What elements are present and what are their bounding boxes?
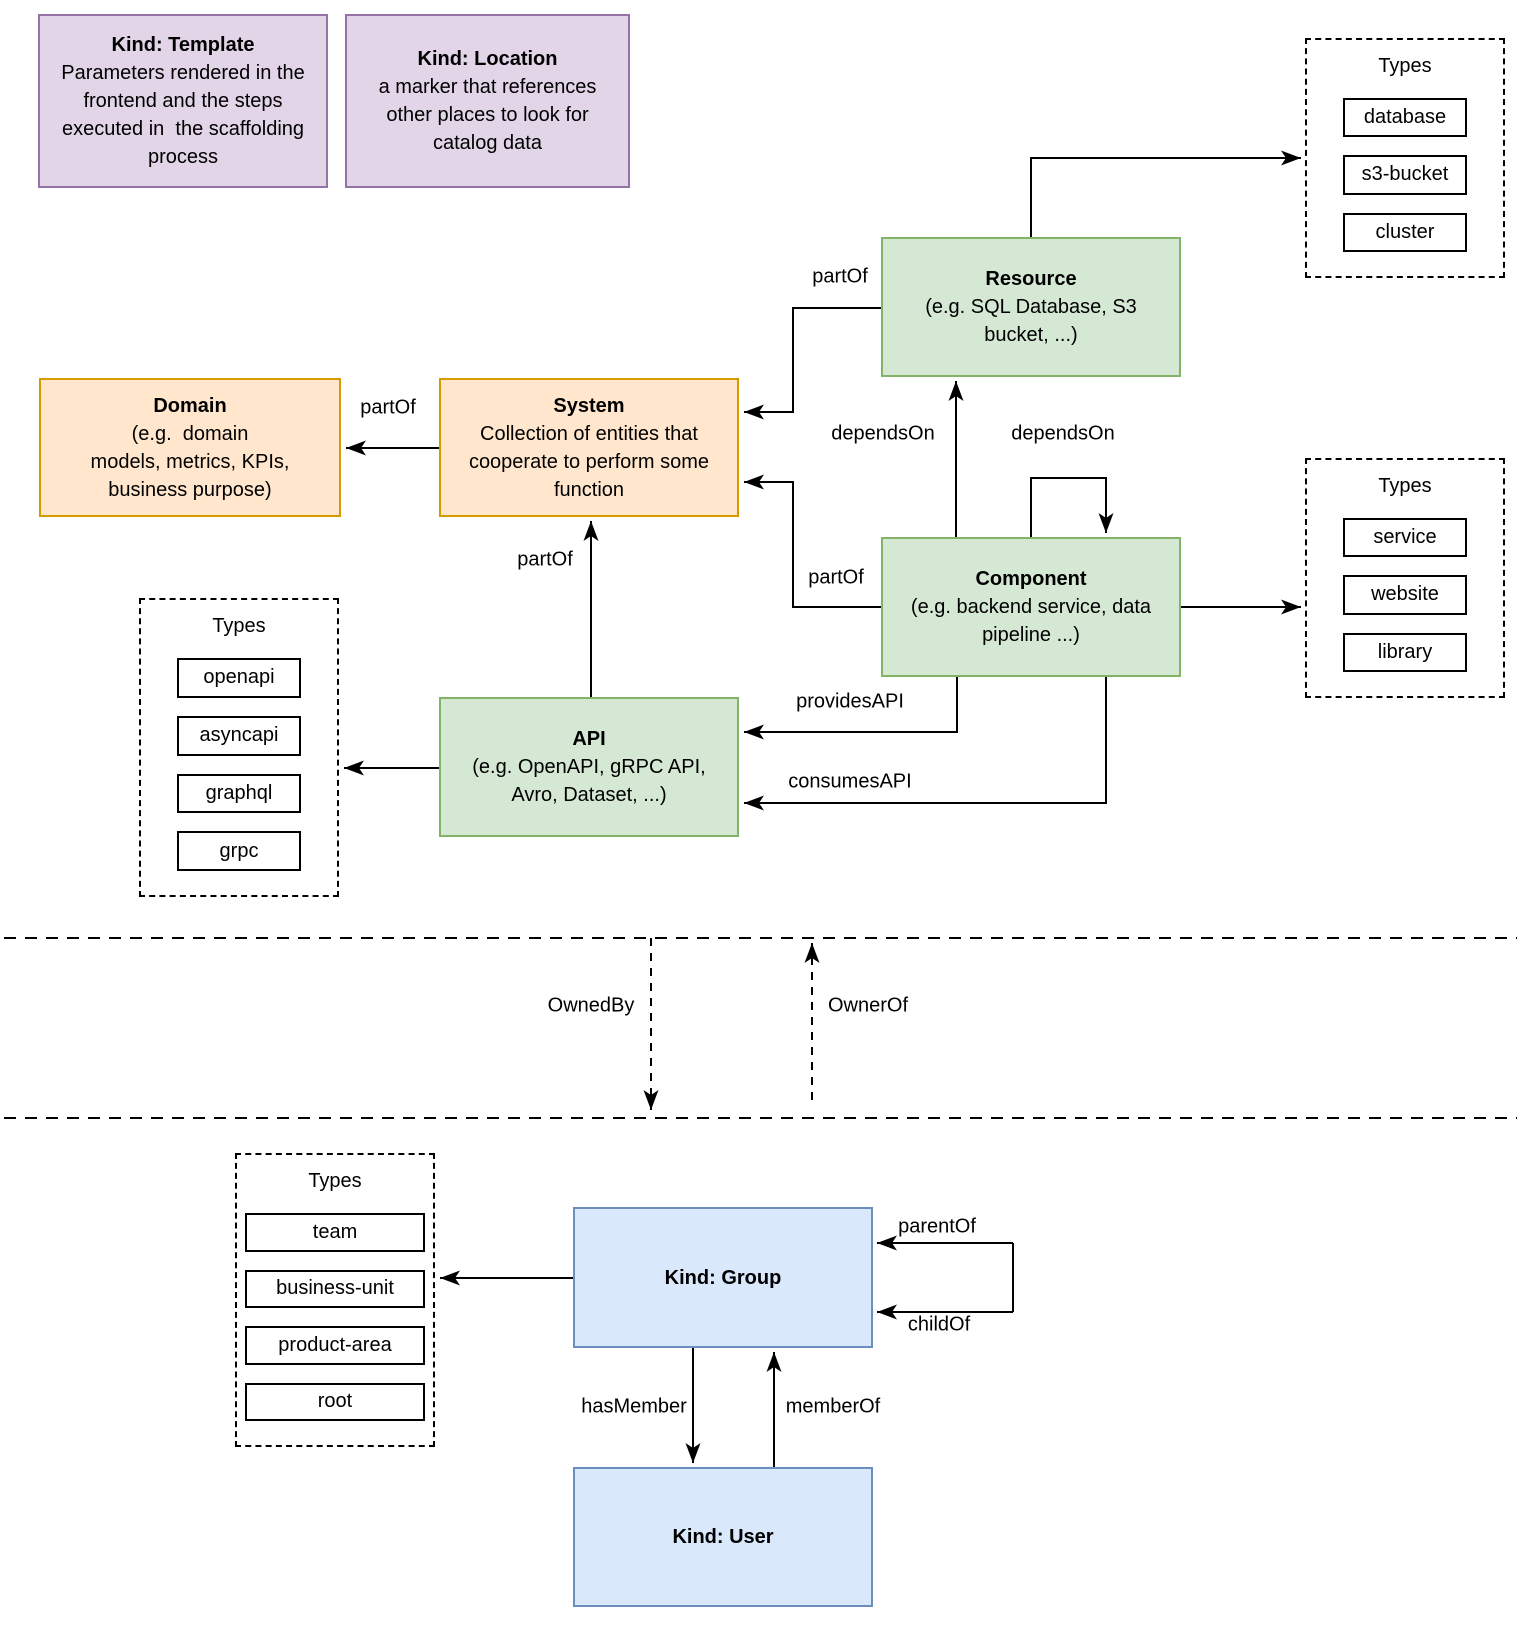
system-box: System Collection of entities that coope… xyxy=(439,378,739,517)
api-desc: (e.g. OpenAPI, gRPC API, Avro, Dataset, … xyxy=(472,756,706,806)
type-item-grpc: grpc xyxy=(177,831,301,871)
type-item-openapi: openapi xyxy=(177,658,301,698)
domain-box: Domain (e.g. domain models, metrics, KPI… xyxy=(39,378,341,517)
label-component-self-dependson: dependsOn xyxy=(1011,422,1115,445)
label-parentof: parentOf xyxy=(898,1215,976,1238)
type-item-library: library xyxy=(1343,632,1467,672)
type-item-service: service xyxy=(1343,518,1467,558)
api-types-panel: Types openapi asyncapi graphql grpc xyxy=(139,598,339,897)
type-item-website: website xyxy=(1343,575,1467,615)
kind-location-desc: a marker that references other places to… xyxy=(378,76,597,154)
label-ownerof: OwnerOf xyxy=(827,994,909,1017)
api-box: API (e.g. OpenAPI, gRPC API, Avro, Datas… xyxy=(439,697,739,837)
type-item-business-unit: business-unit xyxy=(245,1269,425,1308)
component-desc: (e.g. backend service, data pipeline ...… xyxy=(910,596,1152,646)
resource-types-title: Types xyxy=(1378,55,1432,77)
group-types-title: Types xyxy=(308,1170,362,1192)
user-title: Kind: User xyxy=(672,1526,774,1548)
system-title: System xyxy=(553,394,625,417)
label-providesapi: providesAPI xyxy=(796,690,904,713)
group-box: Kind: Group xyxy=(573,1207,873,1348)
label-hasmember: hasMember xyxy=(581,1395,687,1418)
type-item-cluster: cluster xyxy=(1343,212,1467,252)
edge-resource-to-system-partof xyxy=(744,307,881,420)
label-component-resource-dependson: dependsOn xyxy=(831,422,935,445)
label-consumesapi: consumesAPI xyxy=(788,770,912,793)
label-component-system-partof: partOf xyxy=(808,566,864,589)
user-box: Kind: User xyxy=(573,1467,873,1607)
component-types-title: Types xyxy=(1378,475,1432,497)
kind-template-title: Kind: Template xyxy=(111,34,255,56)
group-types-panel: Types team business-unit product-area root xyxy=(235,1153,435,1447)
component-types-panel: Types service website library xyxy=(1305,458,1505,698)
type-item-asyncapi: asyncapi xyxy=(177,715,301,756)
type-item-graphql: graphql xyxy=(177,773,301,814)
api-title: API xyxy=(572,728,606,750)
domain-title: Domain xyxy=(153,394,227,417)
kind-location-title: Kind: Location xyxy=(417,48,558,70)
component-title: Component xyxy=(975,568,1087,590)
kind-location-box: Kind: Location a marker that references … xyxy=(345,14,630,188)
edge-resource-to-resource-types xyxy=(1030,150,1301,237)
domain-desc: (e.g. domain models, metrics, KPIs, busi… xyxy=(90,422,290,501)
type-item-team: team xyxy=(245,1213,425,1252)
resource-desc: (e.g. SQL Database, S3 bucket, ...) xyxy=(925,296,1137,346)
resource-box: Resource (e.g. SQL Database, S3 bucket, … xyxy=(881,237,1181,377)
resource-title: Resource xyxy=(985,268,1077,290)
kind-template-desc: Parameters rendered in the frontend and … xyxy=(61,62,305,168)
label-api-system-partof: partOf xyxy=(517,548,573,571)
label-system-domain-partof: partOf xyxy=(360,396,416,419)
type-item-root: root xyxy=(245,1382,425,1421)
component-box: Component (e.g. backend service, data pi… xyxy=(881,537,1181,677)
label-memberof: memberOf xyxy=(785,1395,881,1418)
label-ownedby: OwnedBy xyxy=(547,994,635,1017)
type-item-s3-bucket: s3-bucket xyxy=(1343,155,1467,195)
group-title: Kind: Group xyxy=(664,1266,782,1289)
kind-template-box: Kind: Template Parameters rendered in th… xyxy=(38,14,328,188)
label-childof: childOf xyxy=(907,1313,971,1336)
label-resource-system-partof: partOf xyxy=(812,265,868,288)
type-item-product-area: product-area xyxy=(245,1326,425,1365)
edge-component-self-dependson xyxy=(1030,477,1114,537)
system-desc: Collection of entities that cooperate to… xyxy=(468,422,710,501)
resource-types-panel: Types database s3-bucket cluster xyxy=(1305,38,1505,278)
api-types-title: Types xyxy=(212,615,266,637)
type-item-database: database xyxy=(1343,98,1467,138)
